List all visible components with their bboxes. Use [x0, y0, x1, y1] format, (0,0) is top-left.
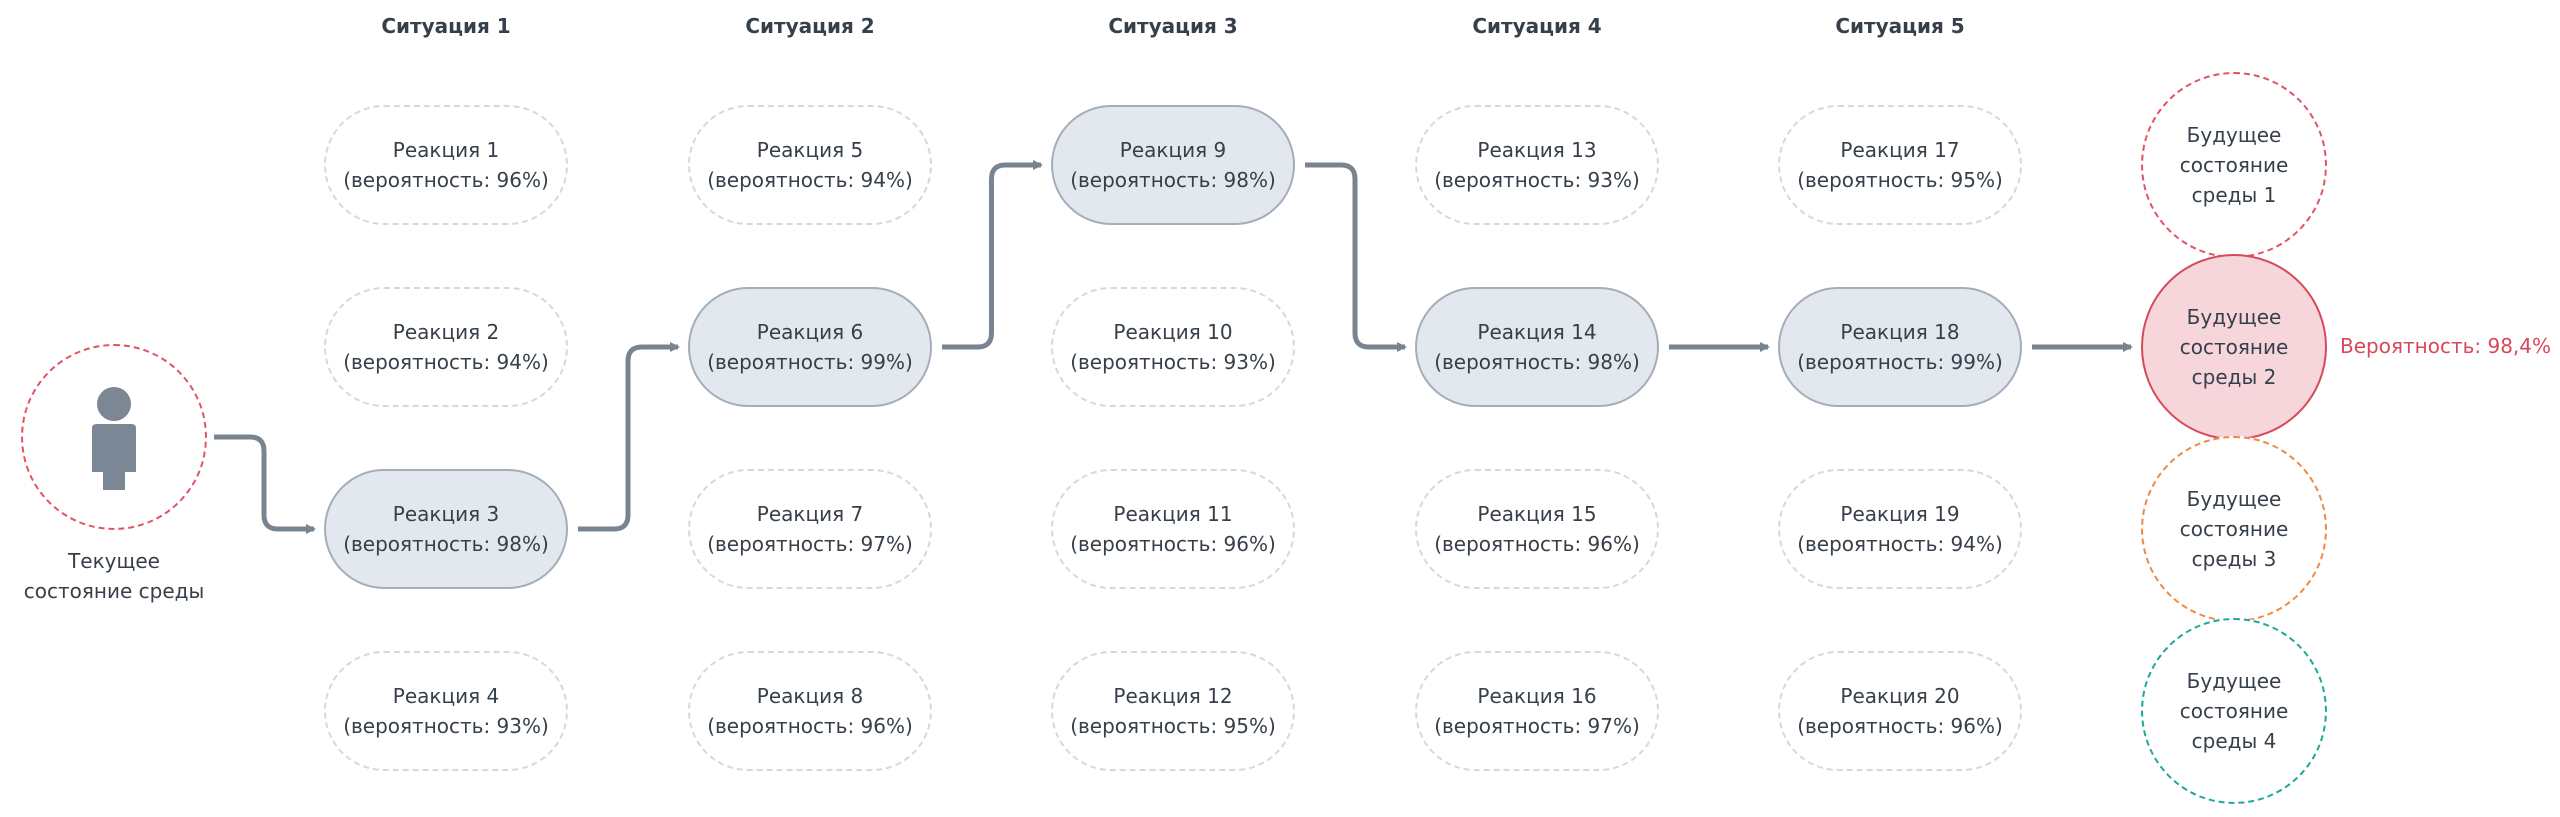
- current-state-label: Текущее состояние среды: [23, 549, 205, 603]
- selected-probability: Вероятность: 98,4%: [2340, 334, 2552, 358]
- reaction-name: Реакция 8: [756, 684, 864, 708]
- reaction-probability: (вероятность: 93%): [1434, 168, 1640, 192]
- path-arrow: [942, 160, 1043, 350]
- path-arrow: [578, 342, 680, 532]
- reaction-node: Реакция 9 (вероятность: 98%): [1051, 105, 1295, 225]
- reaction-node: Реакция 7 (вероятность: 97%): [688, 469, 932, 589]
- reaction-probability: (вероятность: 98%): [1070, 168, 1276, 192]
- path-arrow: [214, 434, 316, 534]
- reaction-node: Реакция 13 (вероятность: 93%): [1415, 105, 1659, 225]
- reaction-probability: (вероятность: 96%): [343, 168, 549, 192]
- column-header-3: Ситуация 3: [1108, 14, 1238, 38]
- reaction-node: Реакция 3 (вероятность: 98%): [324, 469, 568, 589]
- reaction-probability: (вероятность: 93%): [343, 714, 549, 738]
- reaction-probability: (вероятность: 97%): [1434, 714, 1640, 738]
- reaction-node: Реакция 18 (вероятность: 99%): [1778, 287, 2022, 407]
- reaction-probability: (вероятность: 95%): [1070, 714, 1276, 738]
- reaction-name: Реакция 5: [756, 138, 864, 162]
- reaction-probability: (вероятность: 96%): [1797, 714, 2003, 738]
- reaction-probability: (вероятность: 99%): [707, 350, 913, 374]
- reaction-node: Реакция 17 (вероятность: 95%): [1778, 105, 2022, 225]
- reaction-name: Реакция 4: [392, 684, 500, 708]
- reaction-node: Реакция 2 (вероятность: 94%): [324, 287, 568, 407]
- current-state-circle: [21, 344, 207, 530]
- reaction-name: Реакция 12: [1113, 684, 1233, 708]
- reaction-probability: (вероятность: 94%): [1797, 532, 2003, 556]
- column-header-4: Ситуация 4: [1472, 14, 1602, 38]
- reaction-probability: (вероятность: 95%): [1797, 168, 2003, 192]
- path-arrow: [1305, 162, 1407, 352]
- reaction-name: Реакция 18: [1840, 320, 1960, 344]
- reaction-name: Реакция 13: [1477, 138, 1597, 162]
- future-state-label: Будущее состояние среды 3: [2179, 487, 2289, 571]
- reaction-node: Реакция 10 (вероятность: 93%): [1051, 287, 1295, 407]
- reaction-name: Реакция 2: [392, 320, 500, 344]
- column-header-5: Ситуация 5: [1835, 14, 1965, 38]
- column-header-2: Ситуация 2: [745, 14, 875, 38]
- future-state-2: Будущее состояние среды 2: [2141, 254, 2327, 440]
- reaction-probability: (вероятность: 99%): [1797, 350, 2003, 374]
- reaction-node: Реакция 8 (вероятность: 96%): [688, 651, 932, 771]
- reaction-node: Реакция 11 (вероятность: 96%): [1051, 469, 1295, 589]
- reaction-name: Реакция 19: [1840, 502, 1960, 526]
- reaction-node: Реакция 12 (вероятность: 95%): [1051, 651, 1295, 771]
- reaction-node: Реакция 5 (вероятность: 94%): [688, 105, 932, 225]
- reaction-node: Реакция 16 (вероятность: 97%): [1415, 651, 1659, 771]
- reaction-node: Реакция 4 (вероятность: 93%): [324, 651, 568, 771]
- reaction-probability: (вероятность: 96%): [707, 714, 913, 738]
- column-header-1: Ситуация 1: [381, 14, 511, 38]
- reaction-probability: (вероятность: 96%): [1070, 532, 1276, 556]
- future-state-1: Будущее состояние среды 1: [2141, 72, 2327, 258]
- reaction-probability: (вероятность: 93%): [1070, 350, 1276, 374]
- future-state-label: Будущее состояние среды 1: [2179, 123, 2289, 207]
- reaction-name: Реакция 17: [1840, 138, 1960, 162]
- future-state-label: Будущее состояние среды 4: [2179, 669, 2289, 753]
- reaction-probability: (вероятность: 98%): [343, 532, 549, 556]
- future-state-label: Будущее состояние среды 2: [2179, 305, 2289, 389]
- reaction-name: Реакция 20: [1840, 684, 1960, 708]
- reaction-name: Реакция 9: [1119, 138, 1227, 162]
- reaction-node: Реакция 6 (вероятность: 99%): [688, 287, 932, 407]
- person-icon: [91, 386, 136, 490]
- reaction-name: Реакция 11: [1113, 502, 1233, 526]
- reaction-probability: (вероятность: 98%): [1434, 350, 1640, 374]
- reaction-probability: (вероятность: 94%): [707, 168, 913, 192]
- reaction-node: Реакция 15 (вероятность: 96%): [1415, 469, 1659, 589]
- reaction-name: Реакция 15: [1477, 502, 1597, 526]
- future-state-3: Будущее состояние среды 3: [2141, 436, 2327, 622]
- reaction-node: Реакция 19 (вероятность: 94%): [1778, 469, 2022, 589]
- reaction-probability: (вероятность: 96%): [1434, 532, 1640, 556]
- reaction-name: Реакция 3: [392, 502, 500, 526]
- reaction-node: Реакция 14 (вероятность: 98%): [1415, 287, 1659, 407]
- reaction-name: Реакция 6: [756, 320, 864, 344]
- reaction-name: Реакция 10: [1113, 320, 1233, 344]
- reaction-name: Реакция 7: [756, 502, 864, 526]
- reaction-node: Реакция 20 (вероятность: 96%): [1778, 651, 2022, 771]
- reaction-probability: (вероятность: 94%): [343, 350, 549, 374]
- reaction-name: Реакция 14: [1477, 320, 1597, 344]
- reaction-node: Реакция 1 (вероятность: 96%): [324, 105, 568, 225]
- future-state-4: Будущее состояние среды 4: [2141, 618, 2327, 804]
- reaction-name: Реакция 1: [392, 138, 500, 162]
- reaction-probability: (вероятность: 97%): [707, 532, 913, 556]
- reaction-name: Реакция 16: [1477, 684, 1597, 708]
